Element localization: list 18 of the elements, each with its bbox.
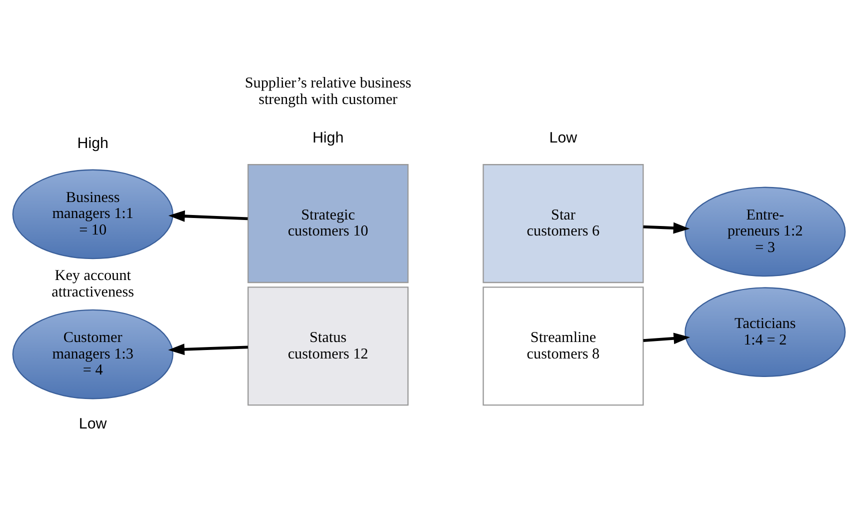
node-ellipse: Entre- preneurs 1:2 = 3 bbox=[684, 186, 846, 276]
node-box: Status customers 12 bbox=[248, 286, 409, 406]
node-ellipse: Tacticians 1:4 = 2 bbox=[684, 286, 846, 377]
arrow bbox=[168, 210, 248, 222]
label: High bbox=[77, 134, 108, 152]
label: High bbox=[312, 128, 344, 146]
label: Low bbox=[549, 128, 578, 146]
arrow bbox=[643, 332, 690, 344]
node-box: Star customers 6 bbox=[482, 164, 644, 283]
node-ellipse: Business managers 1:1 = 10 bbox=[12, 168, 174, 259]
label: Low bbox=[78, 414, 107, 432]
node-ellipse: Customer managers 1:3 = 4 bbox=[12, 308, 174, 399]
arrow bbox=[168, 343, 248, 355]
label: Key account attractiveness bbox=[52, 266, 134, 300]
arrow bbox=[643, 222, 690, 234]
node-box: Streamline customers 8 bbox=[482, 286, 644, 406]
label: Supplier’s relative business strength with customer bbox=[244, 74, 412, 108]
node-box: Strategic customers 10 bbox=[248, 164, 409, 283]
